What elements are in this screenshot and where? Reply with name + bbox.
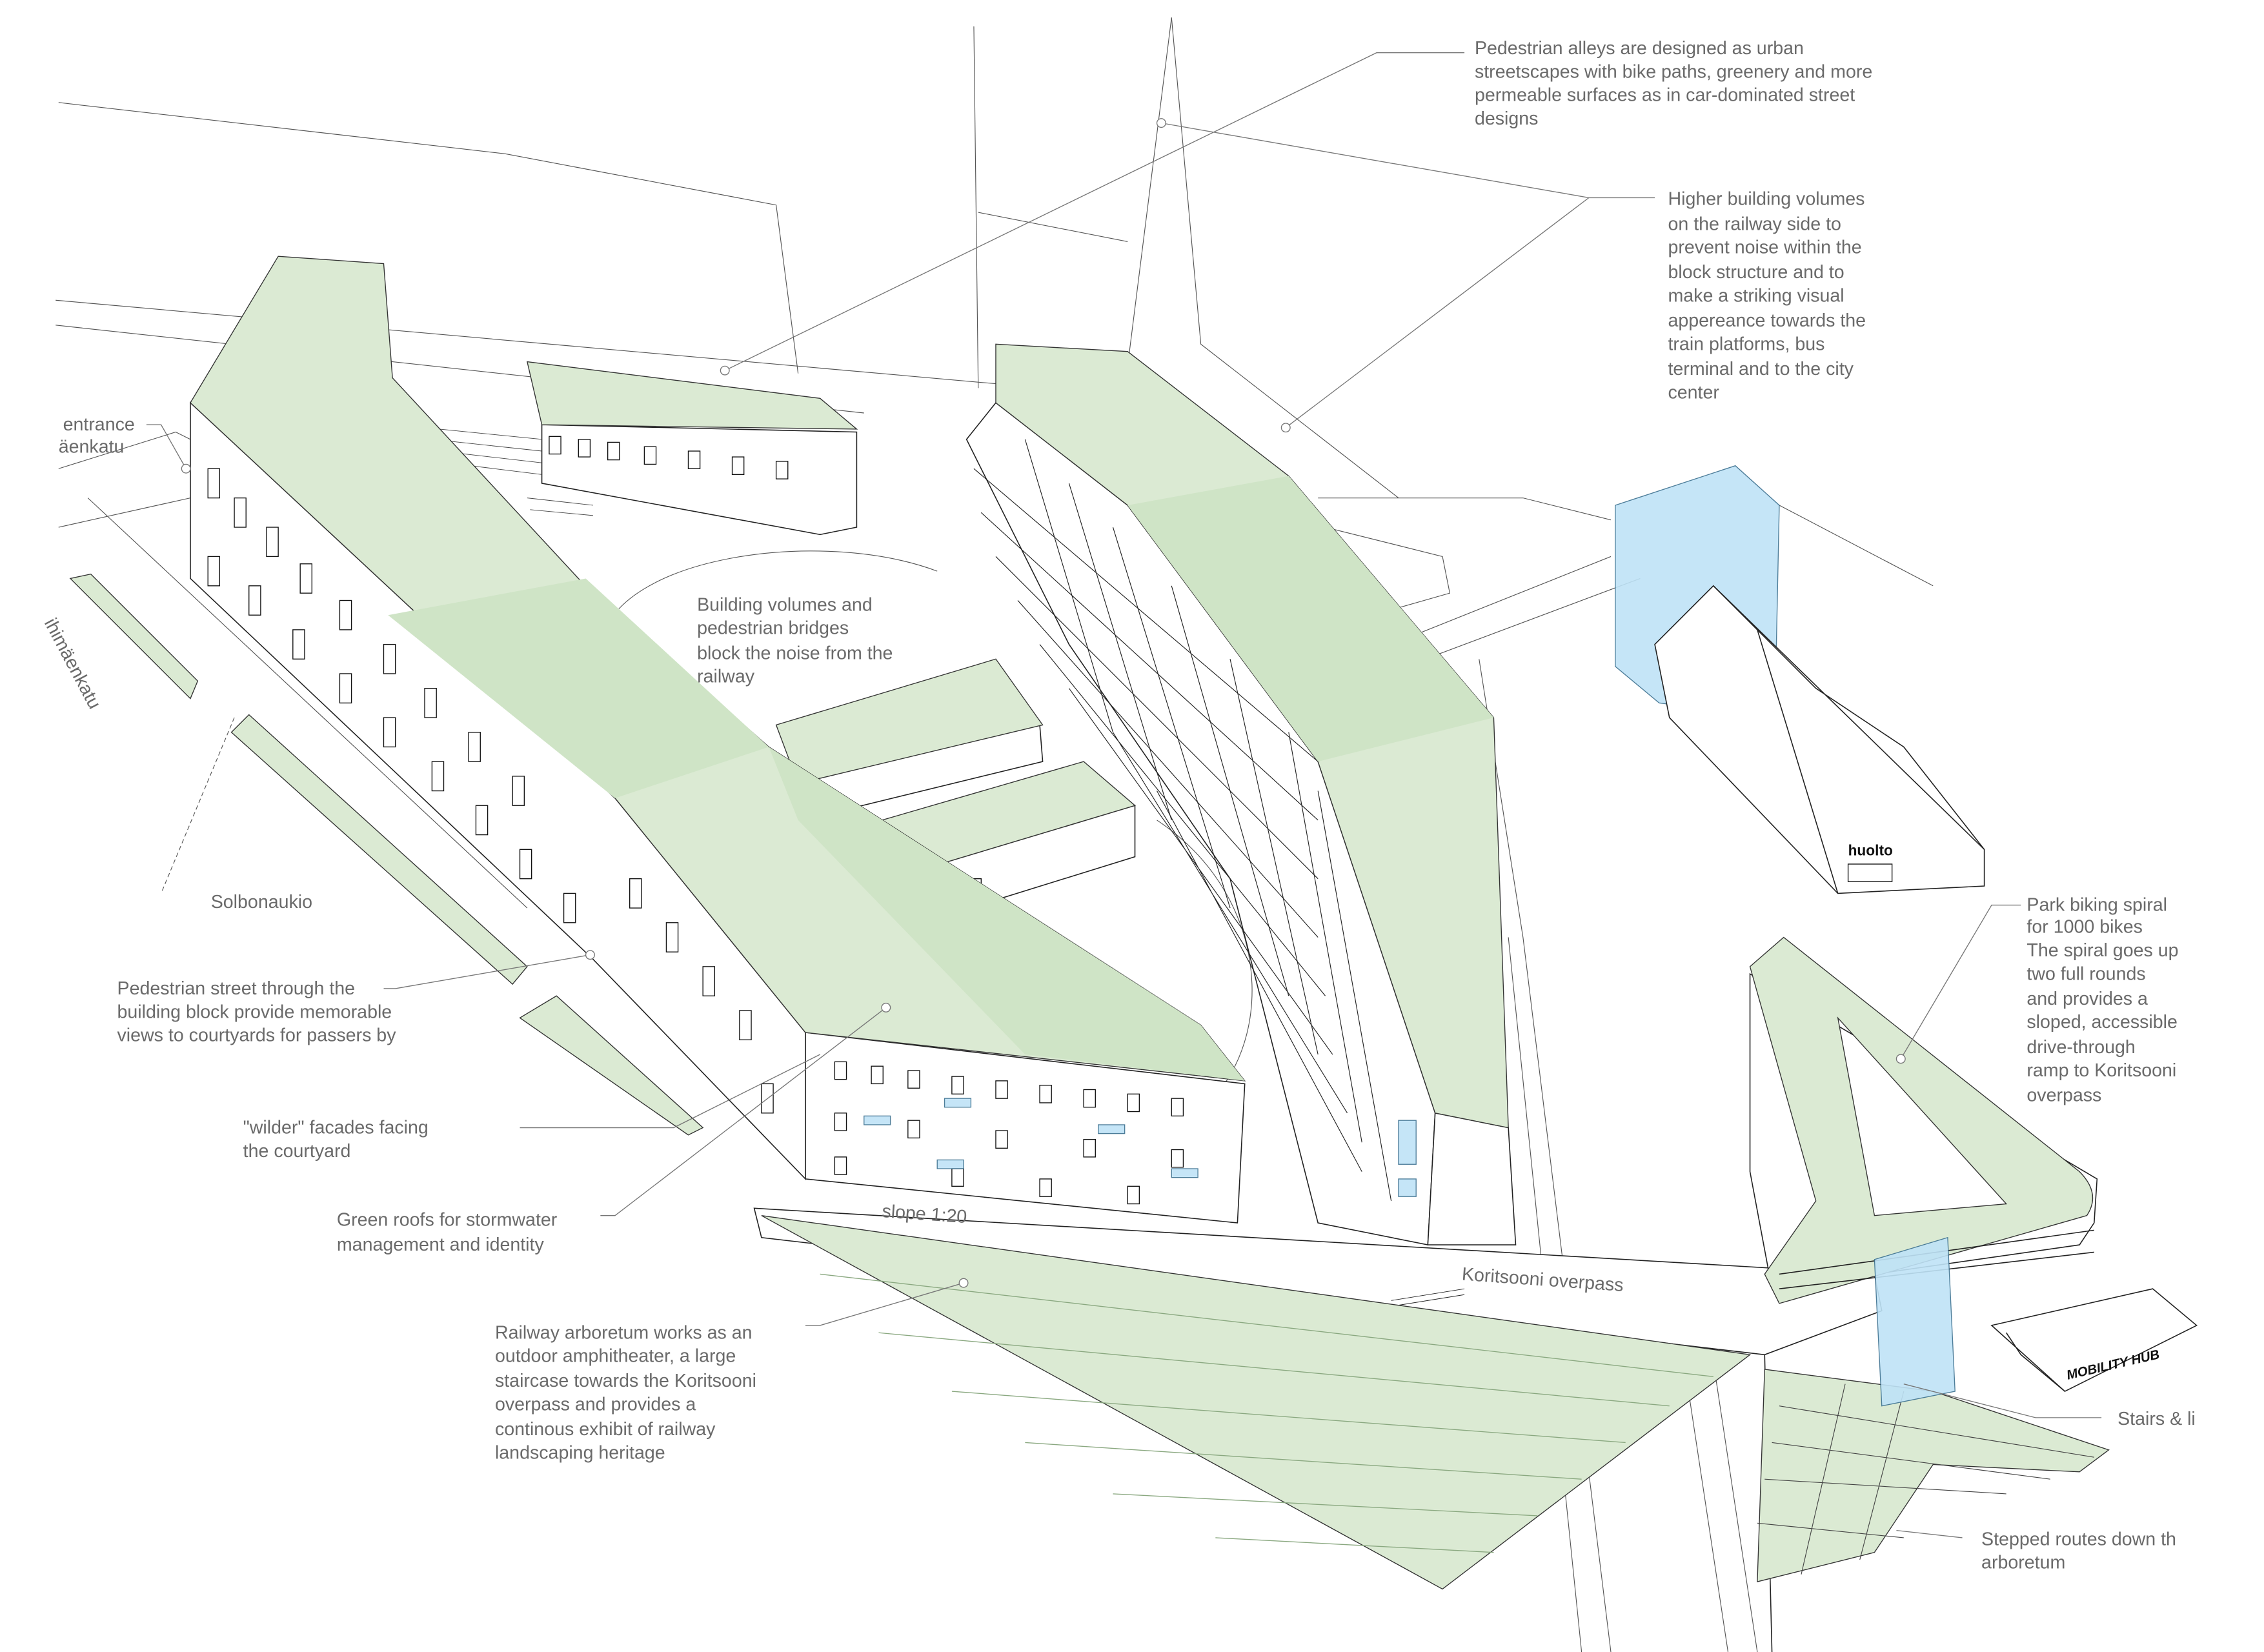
annotation-line: appereance towards the	[1668, 310, 1866, 331]
annotation-higher-volumes: Higher building volumes on the railway s…	[1668, 189, 1866, 403]
annotation-line: designs	[1475, 108, 1539, 129]
annotation-pedestrian-street: Pedestrian street through the building b…	[117, 978, 397, 1046]
annotation-line: Railway arboretum works as an	[495, 1322, 753, 1343]
railway-arboretum	[761, 1215, 1752, 1590]
annotation-line: Higher building volumes	[1668, 189, 1865, 210]
annotation-line: building block provide memorable	[117, 1002, 392, 1022]
tower-and-huolto: huolto	[1615, 465, 1985, 894]
annotation-line: pedestrian bridges	[697, 618, 849, 639]
right-tall-building	[965, 343, 1517, 1246]
annotation-line: overpass and provides a	[495, 1395, 696, 1415]
green-strip	[69, 573, 199, 700]
annotation-line: Stepped routes down th	[1981, 1529, 2176, 1549]
annotation-line: Park biking spiral	[2026, 895, 2167, 916]
annotation-line: staircase towards the Koritsooni	[495, 1371, 756, 1391]
annotation-line: Pedestrian street through the	[117, 978, 356, 999]
annotation-line: Green roofs for stormwater	[337, 1210, 558, 1231]
annotation-noise-block: Building volumes and pedestrian bridges …	[697, 594, 893, 687]
huolto-sign: huolto	[1848, 841, 1893, 858]
leader-lines	[146, 52, 2102, 1538]
annotation-line: the courtyard	[243, 1141, 351, 1162]
annotation-line: The spiral goes up	[2026, 940, 2178, 961]
annotation-railway-arboretum: Railway arboretum works as an outdoor am…	[495, 1322, 756, 1463]
annotation-line: arboretum	[1981, 1553, 2065, 1573]
annotation-green-roofs: Green roofs for stormwater management an…	[337, 1210, 558, 1256]
annotation-line: overpass	[2026, 1085, 2101, 1106]
annotation-line: center	[1668, 382, 1719, 403]
annotation-line: ramp to Koritsooni	[2026, 1060, 2176, 1081]
annotation-pedestrian-alleys: Pedestrian alleys are designed as urban …	[1475, 38, 1872, 129]
annotation-line: entrance	[63, 414, 135, 435]
bike-spiral	[1749, 936, 2098, 1407]
annotation-line: "wilder" facades facing	[243, 1118, 429, 1138]
annotation-line: Pedestrian alleys are designed as urban	[1475, 38, 1804, 59]
annotation-line: Building volumes and	[697, 594, 873, 615]
annotation-line: streetscapes with bike paths, greenery a…	[1475, 61, 1872, 82]
annotation-line: views to courtyards for passers by	[117, 1025, 397, 1046]
left-building	[190, 256, 1246, 1224]
annotation-line: and provides a	[2026, 989, 2148, 1009]
annotation-line: outdoor amphitheater, a large	[495, 1346, 736, 1367]
annotation-stairs: Stairs & li	[2117, 1409, 2196, 1429]
annotation-line: two full rounds	[2026, 963, 2145, 984]
annotation-line: sloped, accessible	[2026, 1012, 2178, 1032]
annotation-stepped-routes: Stepped routes down th arboretum	[1981, 1529, 2176, 1573]
facade-windows	[207, 468, 1184, 1205]
annotation-line: management and identity	[337, 1234, 545, 1255]
mid-building	[526, 361, 858, 536]
stepped-platforms	[1757, 1369, 2110, 1582]
square-label: Solbonaukio	[211, 892, 312, 912]
mobility-hub: MOBILITY HUB	[1990, 1288, 2198, 1392]
annotation-line: for 1000 bikes	[2026, 917, 2143, 938]
annotation-line: continous exhibit of railway	[495, 1419, 716, 1440]
annotation-park-biking: Park biking spiral for 1000 bikes The sp…	[2026, 895, 2178, 1106]
annotation-line: railway	[697, 667, 755, 687]
green-strip	[230, 714, 528, 985]
annotation-line: block the noise from the	[697, 643, 893, 663]
annotation-line: terminal and to the city	[1668, 359, 1854, 379]
annotation-line: äenkatu	[59, 436, 125, 457]
annotation-line: block structure and to	[1668, 262, 1844, 283]
annotation-wilder-facades: "wilder" facades facing the courtyard	[243, 1118, 429, 1162]
annotation-line: make a striking visual	[1668, 286, 1844, 307]
annotation-line: drive-through	[2026, 1037, 2135, 1058]
annotation-entrance: entrance äenkatu	[59, 414, 135, 457]
green-strip	[519, 995, 704, 1136]
annotation-line: on the railway side to	[1668, 214, 1841, 234]
annotation-line: permeable surfaces as in car-dominated s…	[1475, 85, 1855, 106]
balcony-grid	[973, 439, 1392, 1202]
annotation-line: prevent noise within the	[1668, 237, 1861, 258]
annotation-line: landscaping heritage	[495, 1442, 665, 1463]
street-label: ihimäenkatu	[40, 615, 105, 712]
annotation-line: train platforms, bus	[1668, 334, 1824, 354]
